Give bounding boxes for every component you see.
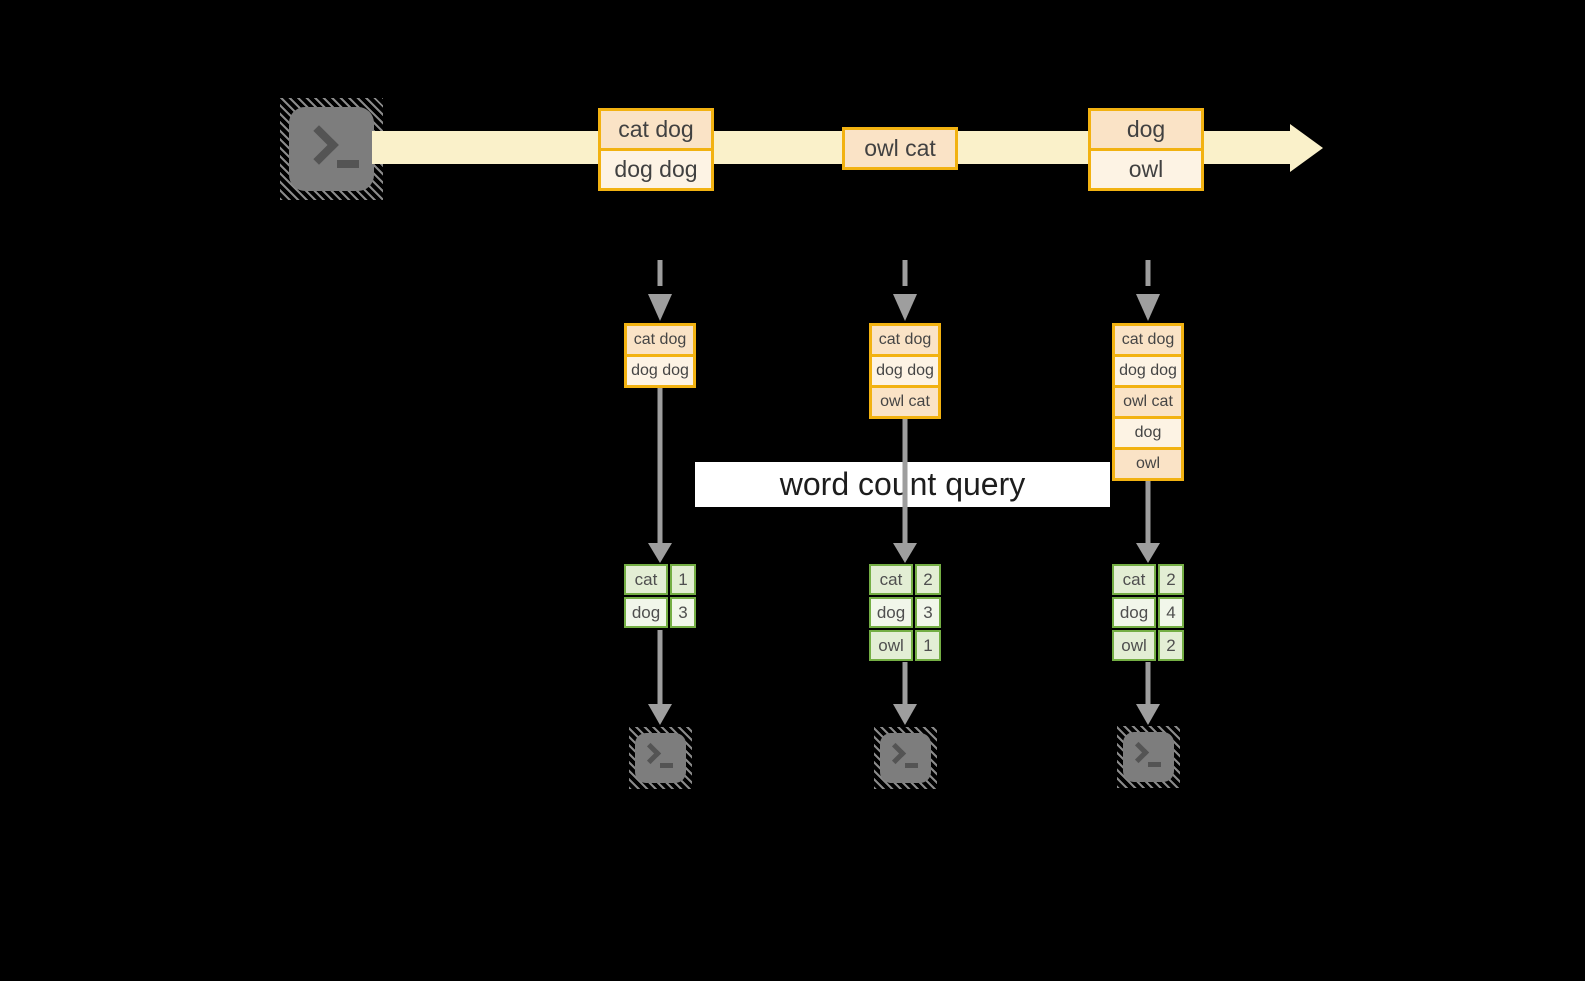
arrowhead-icon: [893, 294, 917, 321]
prompt-chevron-icon: [639, 742, 662, 765]
terminal-source-icon: [280, 98, 383, 200]
stream-event-box: owl cat: [842, 127, 958, 170]
count-value-cell: 2: [1158, 630, 1184, 661]
count-word-cell: cat: [869, 564, 913, 595]
buffer-item: owl cat: [872, 385, 938, 416]
stream-arrowhead-icon: [1290, 124, 1323, 172]
count-value-cell: 2: [915, 564, 941, 595]
terminal-output-icon: [1117, 726, 1180, 788]
prompt-underscore-icon: [337, 160, 359, 168]
prompt-underscore-icon: [1148, 762, 1161, 767]
stream-event-line: cat dog: [601, 111, 711, 148]
arrowhead-icon: [1136, 543, 1160, 563]
buffer-item: cat dog: [1115, 326, 1181, 354]
count-value-cell: 3: [670, 597, 696, 628]
arrowhead-icon: [893, 543, 917, 563]
stream-event-line: dog: [1091, 111, 1201, 148]
buffer-item: dog dog: [1115, 354, 1181, 385]
buffer-item: owl: [1115, 447, 1181, 478]
terminal-screen: [880, 733, 931, 783]
count-word-cell: dog: [624, 597, 668, 628]
buffer-item: dog dog: [627, 354, 693, 385]
prompt-chevron-icon: [1127, 741, 1150, 764]
buffer-item: owl cat: [1115, 385, 1181, 416]
count-word-cell: dog: [869, 597, 913, 628]
terminal-screen: [635, 733, 686, 783]
buffer-item: dog: [1115, 416, 1181, 447]
prompt-chevron-icon: [299, 125, 339, 165]
terminal-screen: [289, 107, 374, 191]
arrowhead-icon: [648, 294, 672, 321]
stream-event-line: owl cat: [845, 130, 955, 167]
arrowhead-icon: [1136, 704, 1160, 725]
arrowhead-icon: [1136, 294, 1160, 321]
prompt-chevron-icon: [884, 742, 907, 765]
terminal-screen: [1123, 732, 1174, 782]
stream-event-line: dog dog: [601, 148, 711, 188]
count-value-cell: 4: [1158, 597, 1184, 628]
count-word-cell: cat: [1112, 564, 1156, 595]
count-value-cell: 1: [670, 564, 696, 595]
stream-event-line: owl: [1091, 148, 1201, 188]
terminal-output-icon: [629, 727, 692, 789]
terminal-output-icon: [874, 727, 937, 789]
count-word-cell: dog: [1112, 597, 1156, 628]
count-word-cell: owl: [1112, 630, 1156, 661]
buffer-item: cat dog: [872, 326, 938, 354]
count-word-cell: cat: [624, 564, 668, 595]
count-word-cell: owl: [869, 630, 913, 661]
count-value-cell: 1: [915, 630, 941, 661]
buffer-item: dog dog: [872, 354, 938, 385]
query-label: word count query: [695, 462, 1110, 507]
arrowhead-icon: [648, 704, 672, 725]
arrowhead-icon: [893, 704, 917, 725]
prompt-underscore-icon: [905, 763, 918, 768]
buffer-item: cat dog: [627, 326, 693, 354]
arrowhead-icon: [648, 543, 672, 563]
count-value-cell: 2: [1158, 564, 1184, 595]
count-value-cell: 3: [915, 597, 941, 628]
prompt-underscore-icon: [660, 763, 673, 768]
